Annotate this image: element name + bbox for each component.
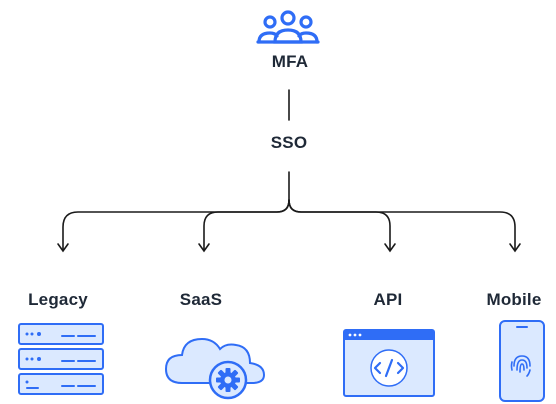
target-label-mobile: Mobile <box>486 290 542 309</box>
users-group-icon <box>253 8 323 48</box>
cloud-gear-icon <box>162 325 272 401</box>
target-label-legacy: Legacy <box>28 290 88 309</box>
target-label-api: API <box>373 290 403 309</box>
phone-fingerprint-icon <box>499 320 545 402</box>
server-rack-icon <box>18 322 104 400</box>
sso-label: SSO <box>270 133 308 152</box>
mfa-label: MFA <box>271 52 309 71</box>
code-window-icon <box>343 329 435 397</box>
target-label-saas: SaaS <box>179 290 223 309</box>
